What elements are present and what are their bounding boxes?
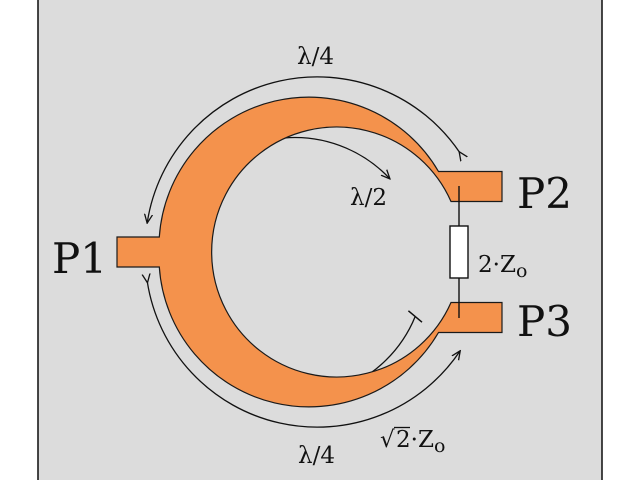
resistor-impedance-main: 2·Z (478, 252, 516, 278)
port-label-p3: P3 (517, 297, 572, 346)
line-impedance-value: 2·Zo (396, 427, 445, 457)
isolation-resistor (449, 225, 469, 279)
resistor-impedance-subscript: o (516, 260, 527, 282)
inner-arc-tick (407, 310, 423, 323)
bottom-arc-arrow (147, 282, 459, 428)
resistor-impedance-label: 2·Zo (478, 252, 527, 282)
ring-trace (116, 96, 503, 408)
port-label-p1: P1 (52, 234, 107, 283)
bottom-arc-label: λ/4 (298, 443, 335, 469)
top-arc-arrow (147, 76, 459, 222)
line-impedance-label: √ 2·Zo (380, 426, 445, 457)
line-impedance-subscript: o (434, 435, 445, 457)
line-impedance-radicand: 2 (396, 427, 411, 453)
port-label-p2: P2 (517, 169, 572, 218)
top-arc-label: λ/4 (297, 44, 334, 70)
inner-arc-label: λ/2 (350, 185, 387, 211)
line-impedance-rest: ·Z (411, 427, 434, 453)
line-impedance-root-sign: √ (380, 427, 395, 453)
